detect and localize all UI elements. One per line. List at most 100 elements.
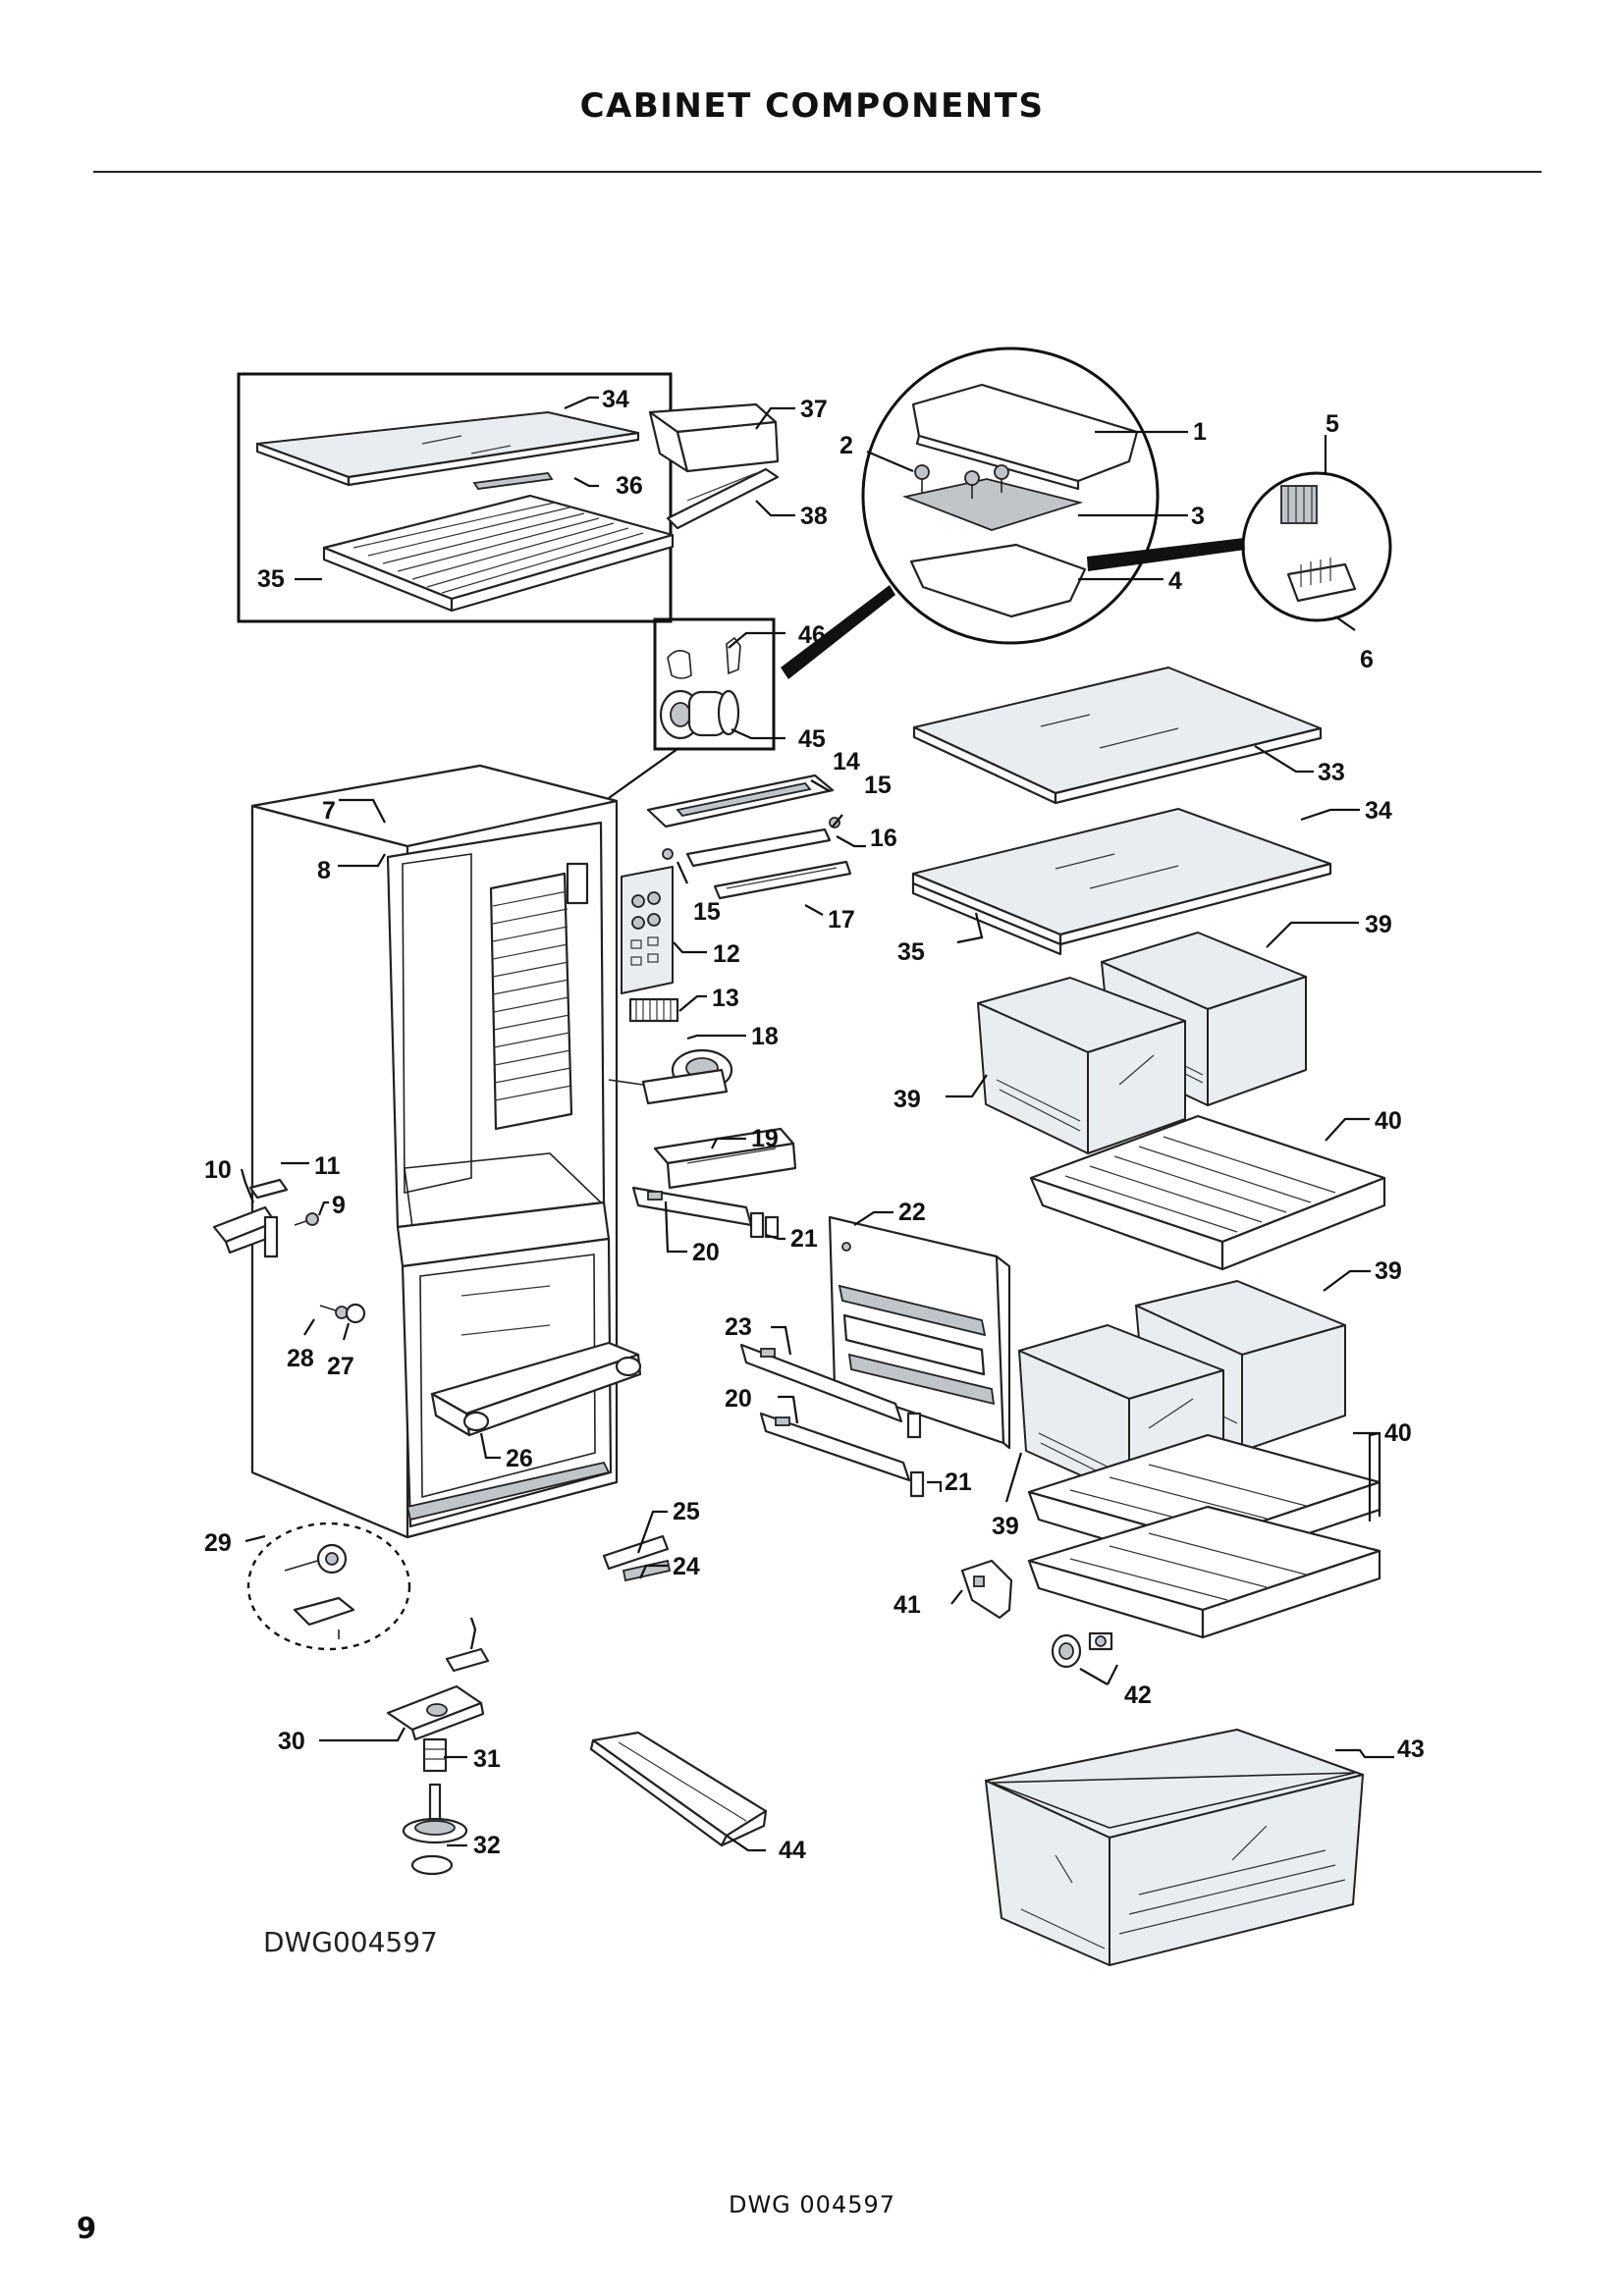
part-screw [914,464,930,480]
callout-46: 46 [798,621,826,649]
callout-39-b: 39 [893,1086,921,1113]
callout-40-b: 40 [1384,1419,1412,1447]
callout-6: 6 [1360,646,1374,673]
callout-25: 25 [673,1498,700,1525]
callout-33: 33 [1318,759,1345,786]
freezer-shelf-inset [237,372,780,623]
callout-36: 36 [616,472,643,500]
callout-28: 28 [287,1345,314,1372]
callout-39-a: 39 [1365,911,1392,938]
callout-12: 12 [713,940,740,968]
callout-30: 30 [278,1728,305,1755]
callout-2: 2 [839,432,853,459]
callout-35-shelf: 35 [897,938,925,966]
callout-34-shelf: 34 [1365,797,1392,825]
part-leg-bushing [422,1737,448,1773]
part-glass-shelf-33 [912,667,1323,805]
callout-43: 43 [1397,1735,1425,1763]
callout-23: 23 [725,1313,752,1341]
callout-35-inset: 35 [257,565,285,593]
part-shelf-trim [472,472,554,490]
part-connector-socket [1286,562,1357,603]
callout-labels: 1 2 3 4 5 6 7 8 9 10 11 12 13 14 15 15 1… [204,386,1425,1864]
callout-41: 41 [893,1591,921,1619]
part-evaporator-fan [608,1048,733,1105]
callout-20-lower: 20 [725,1385,752,1413]
part-control-board [909,543,1087,618]
title-divider [93,171,1542,173]
water-fitting-inset [608,617,776,799]
callout-21-upper: 21 [790,1225,818,1253]
callout-16: 16 [870,825,897,852]
callout-15-lower: 15 [693,898,721,926]
part-connector-plug [1280,485,1318,524]
part-door-bin-lower-pair [1018,1280,1346,1498]
page-number: 9 [77,2212,97,2245]
part-door-shelf-40-upper [1029,1114,1386,1271]
callout-44: 44 [779,1837,806,1864]
part-leveling-leg [402,1737,468,1876]
callout-18: 18 [751,1023,779,1050]
callout-27: 27 [327,1353,354,1380]
callout-14: 14 [833,748,860,775]
part-slide-cover [653,1127,797,1190]
callout-22: 22 [898,1199,926,1226]
part-shelf-frame-35 [911,881,1062,956]
part-light-lens-lower [602,1534,670,1571]
part-door-bin-upper-pair [977,932,1307,1154]
cabinet-body [250,764,619,1539]
part-drawer-roller [1051,1631,1113,1669]
part-ribbon-connector [628,997,679,1023]
part-door-hinge-lower [386,1647,490,1741]
page-title: CABINET COMPONENTS [579,86,1045,126]
part-shelf-bracket [648,402,780,530]
connector-inset [1087,471,1392,622]
part-hinge-shim-lower [445,1647,490,1673]
callout-5: 5 [1326,410,1339,438]
part-freezer-rail [430,1341,642,1437]
callout-7: 7 [322,797,336,825]
part-rail-clip-upper [749,1211,780,1239]
callout-13: 13 [712,985,739,1012]
control-housing-inset [781,347,1160,679]
callout-34-inset: 34 [602,386,629,413]
callout-10: 10 [204,1156,232,1184]
callout-15-upper: 15 [864,772,892,799]
callout-31: 31 [473,1745,501,1773]
part-drawer-carrier [828,1215,1011,1450]
callout-45: 45 [798,725,826,753]
part-rail-clip-lower [906,1412,925,1498]
leader-lines [240,396,1394,1852]
part-hinge-screw [305,1212,319,1226]
callout-20-upper: 20 [692,1239,720,1266]
part-control-panel [621,866,674,994]
footer-drawing-reference: DWG 004597 [728,2191,896,2218]
rear-wall-ribs [489,872,573,1131]
callout-9: 9 [332,1192,346,1219]
part-leg-cap [410,1854,454,1876]
callout-38: 38 [800,503,828,530]
callout-8: 8 [317,857,331,884]
part-freezer-shelf-tray [322,494,675,613]
part-ice-tray [589,1731,768,1847]
callout-32: 32 [473,1832,501,1859]
callout-3: 3 [1191,503,1205,530]
part-light-diffuser [713,860,852,900]
part-glass-shelf-upper [255,411,640,487]
callout-11-upper: 11 [314,1152,341,1180]
callout-42: 42 [1124,1682,1152,1709]
callout-37: 37 [800,396,828,423]
part-drawer-latch [960,1559,1013,1620]
part-glass-shelf-34 [911,808,1332,956]
callout-29: 29 [204,1529,232,1557]
part-lens-holder [622,1559,672,1582]
part-hinge-shim-upper [248,1178,289,1200]
drawing-reference: DWG004597 [263,1926,438,1958]
callout-26: 26 [506,1445,533,1472]
part-screw-and-plug [319,1303,366,1324]
callout-39-d: 39 [992,1513,1019,1540]
callout-19: 19 [751,1125,779,1152]
part-crisper-drawer [985,1729,1364,1966]
part-light-lens [685,828,832,868]
